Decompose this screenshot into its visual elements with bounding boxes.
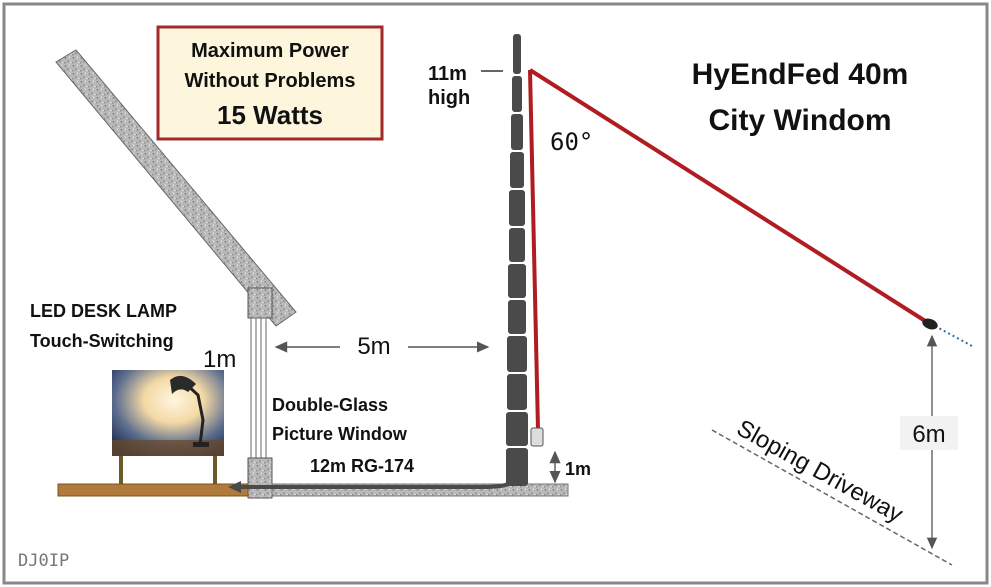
feed-height-label: 1m	[565, 459, 591, 479]
end-height-label: 6m	[912, 421, 945, 448]
window-line1: Double-Glass	[272, 395, 388, 415]
feed-point-box	[531, 428, 543, 446]
power-line2: Without Problems	[185, 70, 356, 92]
window-height-label: 1m	[203, 346, 236, 373]
lamp-line2: Touch-Switching	[30, 331, 174, 351]
power-line1: Maximum Power	[191, 40, 349, 62]
window-line2: Picture Window	[272, 424, 408, 444]
angle-label: 60°	[550, 128, 593, 156]
wooden-shelf	[58, 484, 248, 496]
mast-height-value: 11m	[428, 63, 467, 85]
distance-label: 5m	[357, 333, 390, 360]
credit-label: DJ0IP	[18, 551, 69, 571]
title-line2: City Windom	[708, 104, 891, 137]
lamp-line1: LED DESK LAMP	[30, 301, 177, 321]
mast-height-unit: high	[428, 87, 470, 109]
coax-label: 12m RG-174	[310, 456, 414, 476]
title-line1: HyEndFed 40m	[692, 58, 909, 91]
power-line3: 15 Watts	[217, 100, 323, 130]
